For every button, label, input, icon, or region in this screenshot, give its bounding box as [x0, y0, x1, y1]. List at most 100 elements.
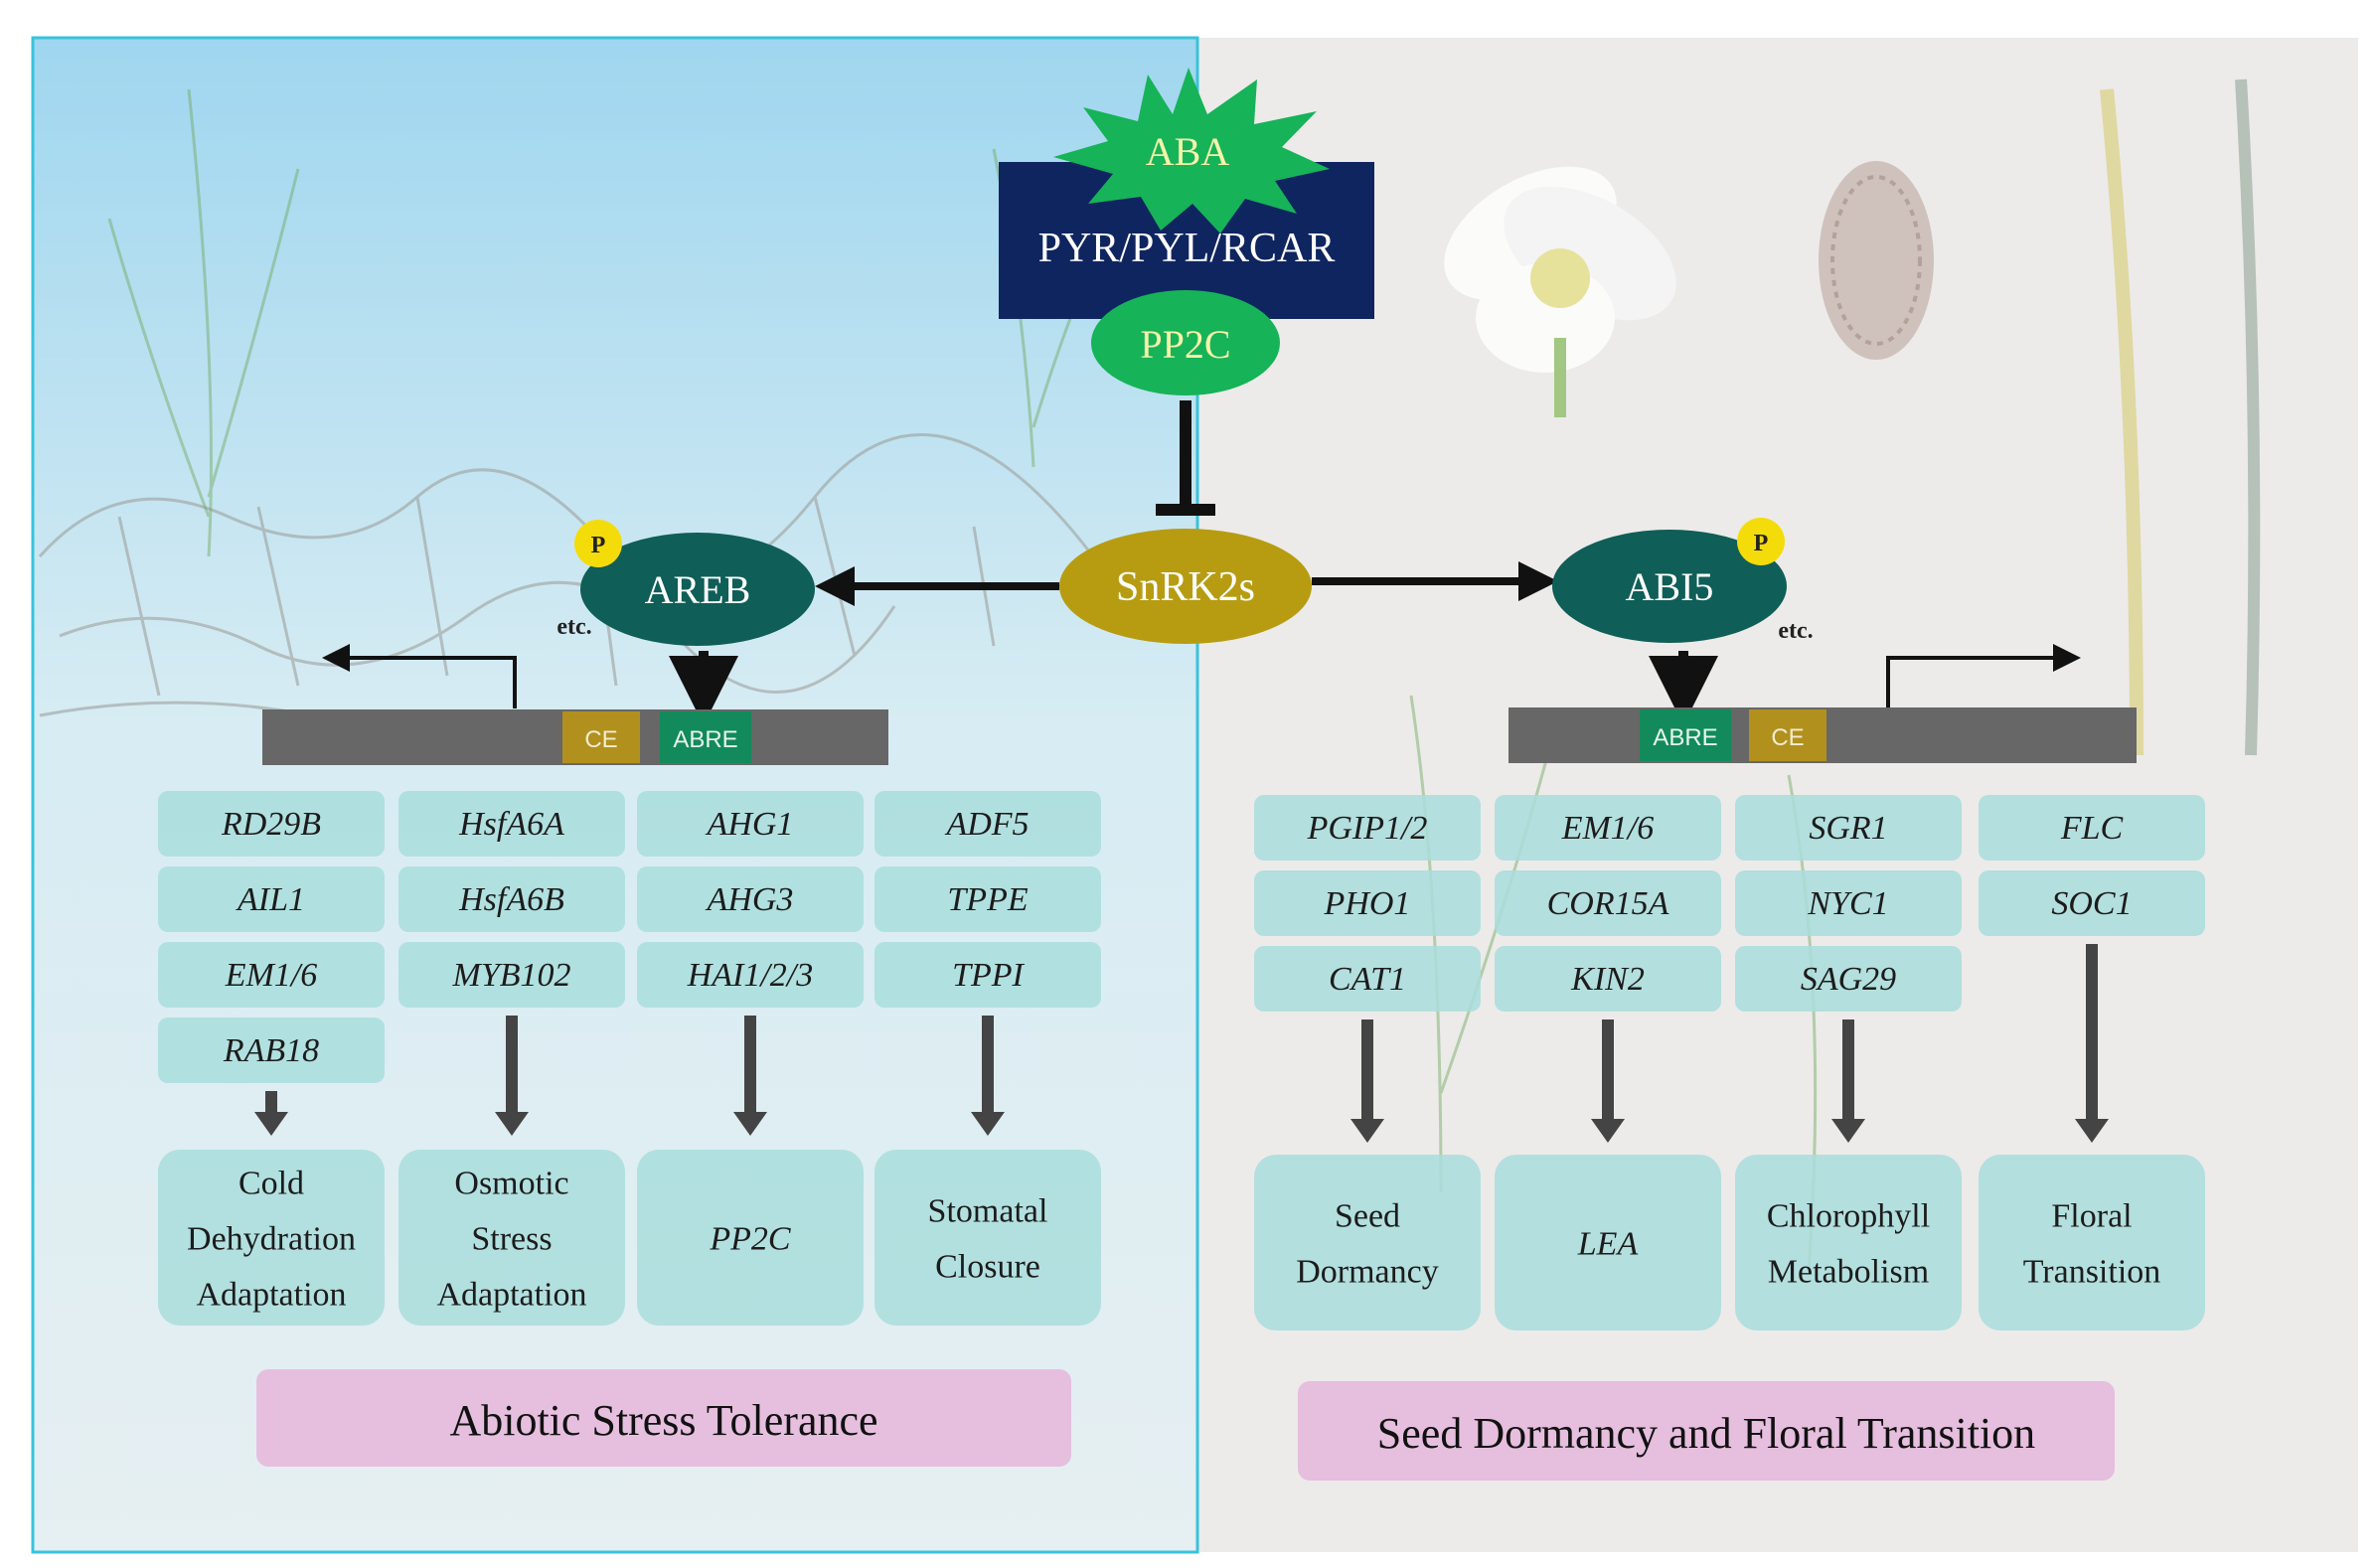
left-ce-label: CE: [584, 726, 617, 753]
gene-label: COR15A: [1547, 885, 1669, 922]
left-ce-box: [562, 711, 640, 763]
areb-etc-label: etc.: [556, 614, 591, 640]
seed-illustration: [1819, 161, 1934, 360]
pathway-arrow-head: [971, 1112, 1005, 1136]
gene-tile: [1735, 795, 1962, 861]
gene-tile: [874, 866, 1101, 932]
gene-label: AHG1: [706, 806, 794, 843]
gene-label: HsfA6A: [458, 806, 564, 843]
output-label: Floral: [2051, 1198, 2132, 1235]
output-label: Stomatal: [928, 1193, 1048, 1230]
snrk2-label: SnRK2s: [1116, 564, 1255, 610]
pathway-arrow-head: [1350, 1119, 1384, 1143]
output-box: [158, 1150, 385, 1326]
gene-label: EM1/6: [1561, 810, 1655, 847]
aba-starburst: [1053, 68, 1330, 234]
gene-label: AIL1: [236, 881, 305, 918]
gene-tile: [1979, 870, 2205, 936]
gene-tile: [1495, 946, 1721, 1012]
gene-tile: [637, 942, 864, 1008]
abi5-ellipse: [1552, 530, 1787, 643]
gene-label: MYB102: [452, 957, 571, 994]
right-abre-label: ABRE: [1653, 724, 1717, 751]
pathway-arrow-head: [495, 1112, 529, 1136]
gene-label: SOC1: [2051, 885, 2132, 922]
right-transcription-arrow: [1886, 644, 2081, 707]
output-label: Stress: [471, 1221, 552, 1258]
left-banner-label: Abiotic Stress Tolerance: [449, 1396, 877, 1445]
gene-tile: [1495, 870, 1721, 936]
gene-label: SAG29: [1801, 961, 1896, 998]
output-label: Closure: [935, 1249, 1040, 1286]
gene-tile: [637, 866, 864, 932]
output-box: [1979, 1155, 2205, 1331]
left-transcription-arrow: [322, 644, 517, 708]
gene-tile: [874, 791, 1101, 857]
gene-tile: [1735, 870, 1962, 936]
flower-illustration: [1444, 166, 1676, 417]
gene-label: PGIP1/2: [1307, 810, 1428, 847]
gene-label: AHG3: [706, 881, 794, 918]
right-abre-box: [1640, 709, 1731, 761]
output-box: [1495, 1155, 1721, 1331]
gene-tile: [1495, 795, 1721, 861]
output-label: Dormancy: [1296, 1254, 1439, 1291]
output-label: Metabolism: [1768, 1254, 1929, 1291]
gene-label: CAT1: [1329, 961, 1406, 998]
output-box: [637, 1150, 864, 1326]
output-label: PP2C: [709, 1221, 791, 1258]
left-banner: [256, 1369, 1071, 1467]
right-banner: [1298, 1381, 2115, 1481]
areb-ellipse: [580, 533, 815, 646]
right-banner-label: Seed Dormancy and Floral Transition: [1377, 1409, 2035, 1458]
pathway-arrow-head: [1831, 1119, 1865, 1143]
pathway-arrow-head: [254, 1112, 288, 1136]
output-box: [1254, 1155, 1481, 1331]
right-ce-box: [1749, 709, 1826, 761]
output-label: Chlorophyll: [1767, 1198, 1930, 1235]
gene-tile: [1979, 795, 2205, 861]
right-gene-columns: PGIP1/2PHO1CAT1SeedDormancyEM1/6COR15AKI…: [1254, 795, 2205, 1331]
output-label: LEA: [1577, 1226, 1639, 1263]
gene-tile: [398, 942, 625, 1008]
left-abre-box: [660, 711, 751, 763]
gene-tile: [158, 791, 385, 857]
pathway-arrow-head: [733, 1112, 767, 1136]
gene-label: SGR1: [1809, 810, 1887, 847]
gene-label: EM1/6: [225, 957, 318, 994]
output-box: [1735, 1155, 1962, 1331]
abi5-label: ABI5: [1626, 564, 1714, 609]
receptor-label: PYR/PYL/RCAR: [1038, 226, 1336, 271]
gene-tile: [1254, 946, 1481, 1012]
aba-label: ABA: [1146, 129, 1230, 174]
output-label: Osmotic: [454, 1166, 568, 1202]
gene-label: HsfA6B: [458, 881, 564, 918]
pp2c-ellipse: [1091, 290, 1280, 395]
pathway-arrow-head: [1591, 1119, 1625, 1143]
areb-phospho-label: P: [591, 533, 606, 558]
gene-tile: [1735, 946, 1962, 1012]
gene-label: NYC1: [1807, 885, 1888, 922]
gene-label: PHO1: [1324, 885, 1411, 922]
gene-tile: [874, 942, 1101, 1008]
left-gene-columns: RD29BAIL1EM1/6RAB18ColdDehydrationAdapta…: [158, 791, 1101, 1326]
gene-label: RAB18: [223, 1032, 319, 1069]
output-label: Dehydration: [187, 1221, 356, 1258]
gene-label: FLC: [2060, 810, 2124, 847]
gene-tile: [398, 791, 625, 857]
right-ce-label: CE: [1771, 724, 1804, 751]
snrk2-ellipse: [1059, 529, 1312, 644]
output-label: Adaptation: [436, 1277, 586, 1314]
gene-label: RD29B: [221, 806, 321, 843]
output-box: [398, 1150, 625, 1326]
gene-label: HAI1/2/3: [687, 957, 814, 994]
output-label: Seed: [1335, 1198, 1400, 1235]
gene-tile: [1254, 870, 1481, 936]
abi5-phospho-label: P: [1754, 531, 1769, 556]
gene-tile: [158, 1018, 385, 1083]
gene-tile: [398, 866, 625, 932]
output-box: [874, 1150, 1101, 1326]
gene-label: TPPI: [952, 957, 1025, 994]
gene-label: ADF5: [944, 806, 1029, 843]
